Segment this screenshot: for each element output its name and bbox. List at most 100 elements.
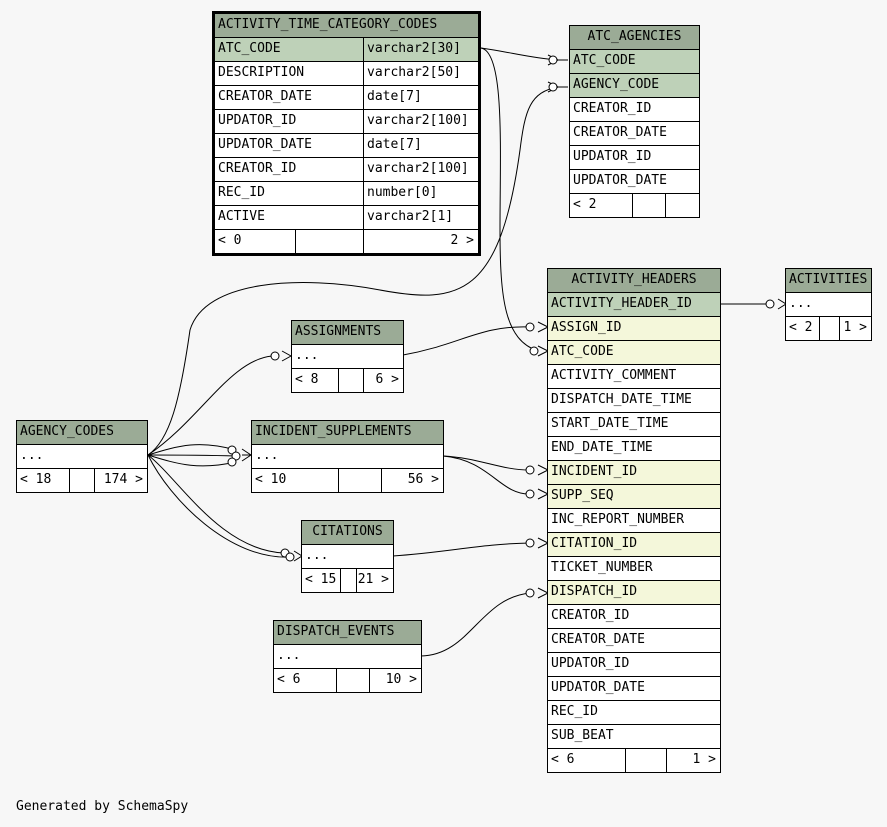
column-row-atc-code[interactable]: ATC_CODE varchar2[30] bbox=[215, 37, 478, 61]
column-name: END_DATE_TIME bbox=[551, 440, 653, 455]
table-title[interactable]: DISPATCH_EVENTS bbox=[274, 621, 421, 644]
column-row-rec-id[interactable]: REC_ID bbox=[548, 700, 720, 724]
table-assignments[interactable]: ASSIGNMENTS ... < 8 6 > bbox=[291, 320, 404, 393]
column-name: AGENCY_CODE bbox=[573, 77, 660, 92]
edge-agency-codes-to-incident-supplements-3 bbox=[147, 454, 237, 467]
column-name: REC_ID bbox=[218, 185, 265, 200]
table-footer: < 2 bbox=[570, 193, 699, 217]
column-name: UPDATOR_DATE bbox=[573, 173, 667, 188]
column-name: ACTIVE bbox=[218, 209, 265, 224]
column-row-atc-code[interactable]: ATC_CODE bbox=[548, 340, 720, 364]
column-row-start-date-time[interactable]: START_DATE_TIME bbox=[548, 412, 720, 436]
ellipsis-text: ... bbox=[295, 348, 319, 363]
column-row-rec-id[interactable]: REC_ID number[0] bbox=[215, 181, 478, 205]
column-row-updator-date[interactable]: UPDATOR_DATE bbox=[548, 676, 720, 700]
column-name: ACTIVITY_HEADER_ID bbox=[551, 296, 692, 311]
children-link[interactable]: 10 > bbox=[369, 669, 421, 692]
column-row-updator-date[interactable]: UPDATOR_DATE bbox=[570, 169, 699, 193]
column-row-activity-comment[interactable]: ACTIVITY_COMMENT bbox=[548, 364, 720, 388]
column-row-updator-id[interactable]: UPDATOR_ID bbox=[548, 652, 720, 676]
column-row-creator-date[interactable]: CREATOR_DATE bbox=[548, 628, 720, 652]
column-name: REC_ID bbox=[551, 704, 598, 719]
edge-incident-supplements-to-supp-seq bbox=[442, 455, 531, 495]
column-name: CREATOR_ID bbox=[218, 161, 297, 176]
column-name: ASSIGN_ID bbox=[551, 320, 622, 335]
column-row-supp-seq[interactable]: SUPP_SEQ bbox=[548, 484, 720, 508]
column-row-active[interactable]: ACTIVE varchar2[1] bbox=[215, 205, 478, 229]
parents-link[interactable]: < 2 bbox=[789, 320, 813, 335]
column-name: DESCRIPTION bbox=[218, 65, 305, 80]
table-dispatch-events[interactable]: DISPATCH_EVENTS ... < 6 10 > bbox=[273, 620, 422, 693]
column-row-assign-id[interactable]: ASSIGN_ID bbox=[548, 316, 720, 340]
table-atc-agencies[interactable]: ATC_AGENCIES ATC_CODE AGENCY_CODE CREATO… bbox=[569, 25, 700, 218]
children-link[interactable]: 56 > bbox=[381, 469, 443, 492]
table-title[interactable]: INCIDENT_SUPPLEMENTS bbox=[252, 421, 443, 444]
edge-dispatch-events-to-activity-headers bbox=[420, 592, 531, 657]
column-row-ticket-number[interactable]: TICKET_NUMBER bbox=[548, 556, 720, 580]
column-name: UPDATOR_ID bbox=[573, 149, 652, 164]
column-name: ATC_CODE bbox=[551, 344, 614, 359]
parents-link[interactable]: < 6 bbox=[551, 752, 575, 767]
column-row-updator-date[interactable]: UPDATOR_DATE date[7] bbox=[215, 133, 478, 157]
table-activity-headers[interactable]: ACTIVITY_HEADERS ACTIVITY_HEADER_ID ASSI… bbox=[547, 268, 721, 773]
footer-spacer bbox=[338, 369, 363, 392]
column-row-creator-id[interactable]: CREATOR_ID bbox=[570, 97, 699, 121]
parents-link[interactable]: < 15 bbox=[305, 572, 337, 587]
parents-link[interactable]: < 2 bbox=[573, 197, 597, 212]
children-link[interactable] bbox=[665, 194, 699, 217]
column-row-creator-date[interactable]: CREATOR_DATE bbox=[570, 121, 699, 145]
table-title[interactable]: ACTIVITIES bbox=[786, 269, 871, 292]
table-title[interactable]: ACTIVITY_HEADERS bbox=[548, 269, 720, 292]
table-body-ellipsis: ... bbox=[17, 444, 147, 468]
children-link[interactable]: 21 > bbox=[356, 569, 393, 592]
column-row-description[interactable]: DESCRIPTION varchar2[50] bbox=[215, 61, 478, 85]
column-name: TICKET_NUMBER bbox=[551, 560, 653, 575]
table-citations[interactable]: CITATIONS ... < 15 21 > bbox=[301, 520, 394, 593]
children-link[interactable]: 6 > bbox=[363, 369, 403, 392]
column-row-dispatch-id[interactable]: DISPATCH_ID bbox=[548, 580, 720, 604]
column-row-creator-id[interactable]: CREATOR_ID bbox=[548, 604, 720, 628]
column-name: UPDATOR_DATE bbox=[218, 137, 312, 152]
table-activity-time-category-codes[interactable]: ACTIVITY_TIME_CATEGORY_CODES ATC_CODE va… bbox=[212, 11, 481, 256]
table-title[interactable]: CITATIONS bbox=[302, 521, 393, 544]
column-row-dispatch-date-time[interactable]: DISPATCH_DATE_TIME bbox=[548, 388, 720, 412]
column-row-agency-code[interactable]: AGENCY_CODE bbox=[570, 73, 699, 97]
parents-link[interactable]: < 8 bbox=[295, 372, 319, 387]
table-incident-supplements[interactable]: INCIDENT_SUPPLEMENTS ... < 10 56 > bbox=[251, 420, 444, 493]
ellipsis-text: ... bbox=[277, 648, 301, 663]
column-name: CREATOR_ID bbox=[573, 101, 652, 116]
column-row-atc-code[interactable]: ATC_CODE bbox=[570, 49, 699, 73]
children-link[interactable]: 2 > bbox=[363, 230, 478, 253]
table-footer: < 10 56 > bbox=[252, 468, 443, 492]
column-row-updator-id[interactable]: UPDATOR_ID varchar2[100] bbox=[215, 109, 478, 133]
children-link[interactable]: 174 > bbox=[94, 469, 147, 492]
table-title[interactable]: AGENCY_CODES bbox=[17, 421, 147, 444]
column-type: date[7] bbox=[363, 134, 478, 157]
table-activities[interactable]: ACTIVITIES ... < 2 1 > bbox=[785, 268, 872, 341]
children-link[interactable]: 1 > bbox=[839, 317, 871, 340]
column-row-updator-id[interactable]: UPDATOR_ID bbox=[570, 145, 699, 169]
column-row-creator-date[interactable]: CREATOR_DATE date[7] bbox=[215, 85, 478, 109]
table-agency-codes[interactable]: AGENCY_CODES ... < 18 174 > bbox=[16, 420, 148, 493]
column-row-end-date-time[interactable]: END_DATE_TIME bbox=[548, 436, 720, 460]
children-link[interactable]: 1 > bbox=[666, 749, 720, 772]
table-title[interactable]: ASSIGNMENTS bbox=[292, 321, 403, 344]
table-title[interactable]: ACTIVITY_TIME_CATEGORY_CODES bbox=[215, 14, 478, 37]
column-row-inc-report-number[interactable]: INC_REPORT_NUMBER bbox=[548, 508, 720, 532]
table-body-ellipsis: ... bbox=[302, 544, 393, 568]
column-row-activity-header-id[interactable]: ACTIVITY_HEADER_ID bbox=[548, 292, 720, 316]
table-title[interactable]: ATC_AGENCIES bbox=[570, 26, 699, 49]
column-name: CREATOR_DATE bbox=[218, 89, 312, 104]
ellipsis-text: ... bbox=[20, 448, 44, 463]
column-row-creator-id[interactable]: CREATOR_ID varchar2[100] bbox=[215, 157, 478, 181]
column-row-incident-id[interactable]: INCIDENT_ID bbox=[548, 460, 720, 484]
parents-link[interactable]: < 10 bbox=[255, 472, 287, 487]
parents-link[interactable]: < 18 bbox=[20, 472, 52, 487]
column-row-citation-id[interactable]: CITATION_ID bbox=[548, 532, 720, 556]
edge-atc-codes-to-atc-agencies bbox=[480, 47, 559, 61]
ellipsis-text: ... bbox=[305, 548, 329, 563]
column-type: varchar2[1] bbox=[363, 206, 478, 229]
column-row-sub-beat[interactable]: SUB_BEAT bbox=[548, 724, 720, 748]
parents-link[interactable]: < 0 bbox=[218, 233, 242, 248]
parents-link[interactable]: < 6 bbox=[277, 672, 301, 687]
